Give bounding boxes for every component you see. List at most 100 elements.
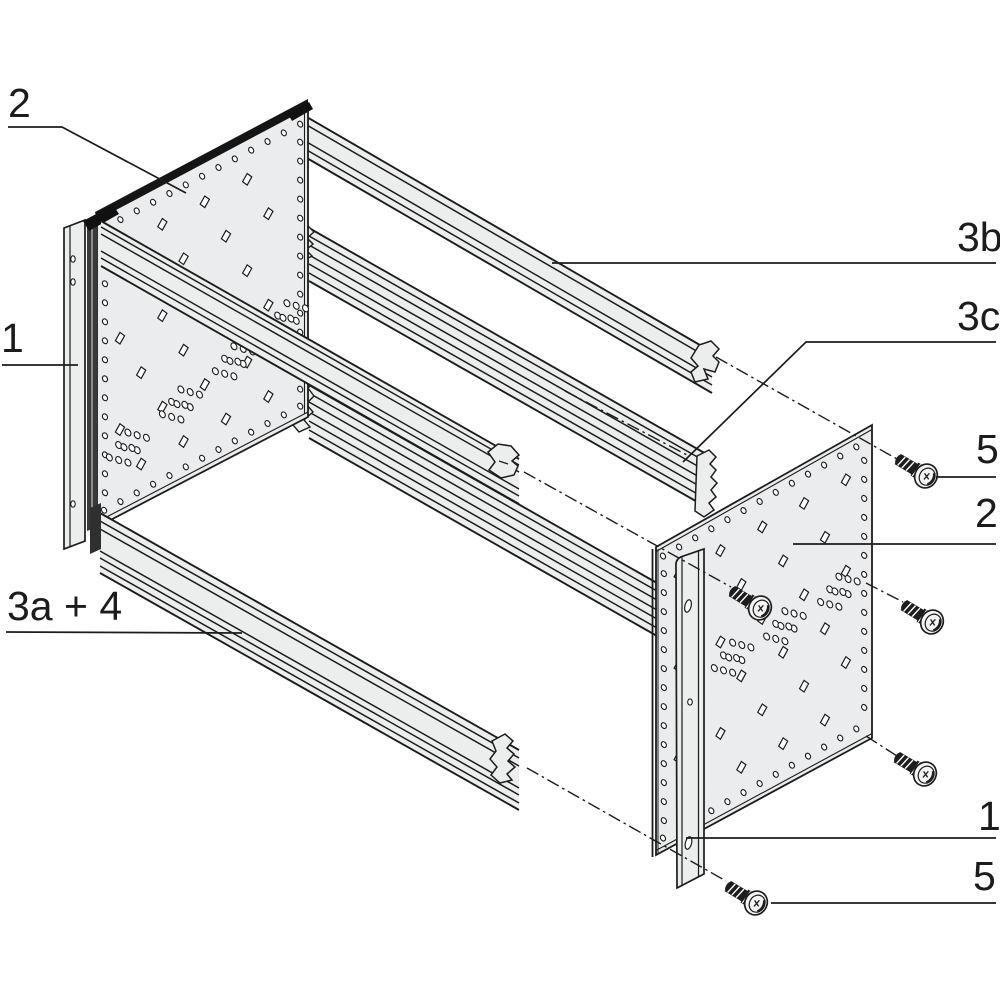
- round-hole: [297, 120, 304, 128]
- rail-profile-line: [292, 141, 713, 386]
- round-hole: [861, 456, 868, 464]
- diamond-hole: [736, 760, 747, 774]
- round-hole: [248, 146, 255, 154]
- axis-3a4-to-screw: [526, 767, 727, 882]
- round-hole: [182, 463, 189, 471]
- rail-profile-line: [292, 108, 713, 353]
- round-hole: [820, 743, 828, 751]
- cluster-hole: [105, 453, 113, 462]
- round-hole: [280, 129, 287, 137]
- rail-profile-line: [100, 233, 520, 473]
- cluster-hole: [747, 643, 755, 652]
- round-hole: [297, 138, 304, 146]
- round-hole: [804, 752, 812, 760]
- cluster-hole: [844, 590, 852, 599]
- cluster-hole: [177, 415, 185, 424]
- round-hole: [100, 506, 108, 514]
- leader-lines: [2, 126, 996, 904]
- round-hole: [861, 608, 868, 616]
- round-hole: [837, 734, 844, 742]
- cluster-hole: [725, 653, 733, 662]
- cluster-hole: [738, 656, 746, 665]
- rail-rear-mid-3c: [308, 227, 709, 509]
- callout-labels: 2 1 3a + 4 3b 3c 5 2 1 5: [1, 80, 1000, 899]
- round-hole: [660, 684, 667, 692]
- cluster-hole: [133, 446, 141, 455]
- diamond-hole: [840, 655, 852, 670]
- diamond-hole: [178, 434, 189, 449]
- leader-part-3c: [682, 341, 996, 463]
- rail-profile-line: [308, 401, 658, 601]
- diamond-hole: [156, 309, 168, 323]
- diamond-hole: [777, 554, 789, 568]
- rail-top-front-end-profile: [486, 443, 521, 479]
- rail-profile-line: [100, 257, 520, 497]
- rail-3a4-end-profile: [489, 733, 517, 784]
- round-hole: [101, 375, 109, 383]
- diamond-hole: [263, 298, 274, 312]
- round-hole: [861, 627, 868, 635]
- round-hole: [659, 552, 667, 560]
- diamond-hole: [220, 412, 232, 426]
- cluster-hole: [124, 458, 132, 467]
- round-hole: [660, 608, 667, 616]
- cluster-hole: [195, 390, 204, 399]
- round-hole: [861, 665, 868, 673]
- round-hole: [297, 290, 304, 298]
- diamond-hole: [178, 343, 189, 357]
- axis-rear-bottom-to-screw: [865, 735, 898, 757]
- callout-1-left: 1: [1, 315, 24, 361]
- cluster-hole: [799, 611, 807, 620]
- diamond-hole: [715, 543, 726, 558]
- rail-body: [101, 221, 519, 504]
- diamond-hole: [840, 473, 852, 487]
- round-hole: [660, 760, 667, 768]
- rail-profile-line: [100, 250, 520, 490]
- rail-profile-line: [100, 226, 520, 466]
- rail-profile-line: [308, 437, 658, 637]
- diamond-hole: [156, 400, 168, 414]
- round-hole: [861, 684, 868, 692]
- rail-profile-line: [308, 254, 709, 483]
- cluster-hole: [181, 400, 189, 409]
- screw-icon: [887, 744, 943, 792]
- round-hole: [297, 157, 304, 165]
- round-hole: [297, 233, 304, 241]
- cluster-hole: [283, 299, 291, 308]
- round-hole: [861, 551, 868, 559]
- rail-profile-line: [100, 220, 520, 460]
- cluster-hole: [763, 632, 771, 641]
- corner-cap-rear: [288, 102, 313, 121]
- screw-icon: [894, 592, 950, 640]
- rail-profile-line: [99, 512, 520, 751]
- round-hole: [660, 646, 667, 654]
- rail-body: [100, 513, 519, 810]
- round-hole: [101, 299, 109, 307]
- cluster-hole: [831, 587, 839, 596]
- round-hole: [101, 337, 109, 345]
- diamond-hole: [798, 588, 810, 602]
- cluster-hole: [835, 602, 843, 611]
- leader-part-3a-4: [5, 631, 243, 634]
- rail-profile-line: [99, 528, 520, 767]
- cluster-hole: [719, 651, 728, 660]
- cluster-hole: [287, 314, 295, 323]
- diamond-hole: [715, 726, 726, 741]
- round-hole: [853, 443, 860, 451]
- rail-3a4-left-end-face: [90, 503, 101, 554]
- round-hole: [660, 570, 667, 578]
- cluster-hole: [301, 304, 310, 313]
- cluster-hole: [234, 357, 242, 366]
- round-hole: [117, 498, 124, 506]
- cluster-hole: [738, 641, 746, 650]
- round-hole: [297, 309, 304, 317]
- round-hole: [660, 665, 667, 673]
- diamond-hole: [241, 172, 253, 186]
- round-hole: [660, 627, 667, 635]
- round-hole: [198, 172, 206, 180]
- round-hole: [215, 446, 222, 454]
- round-hole: [297, 214, 304, 222]
- round-hole: [198, 454, 206, 462]
- cluster-hole: [853, 577, 861, 586]
